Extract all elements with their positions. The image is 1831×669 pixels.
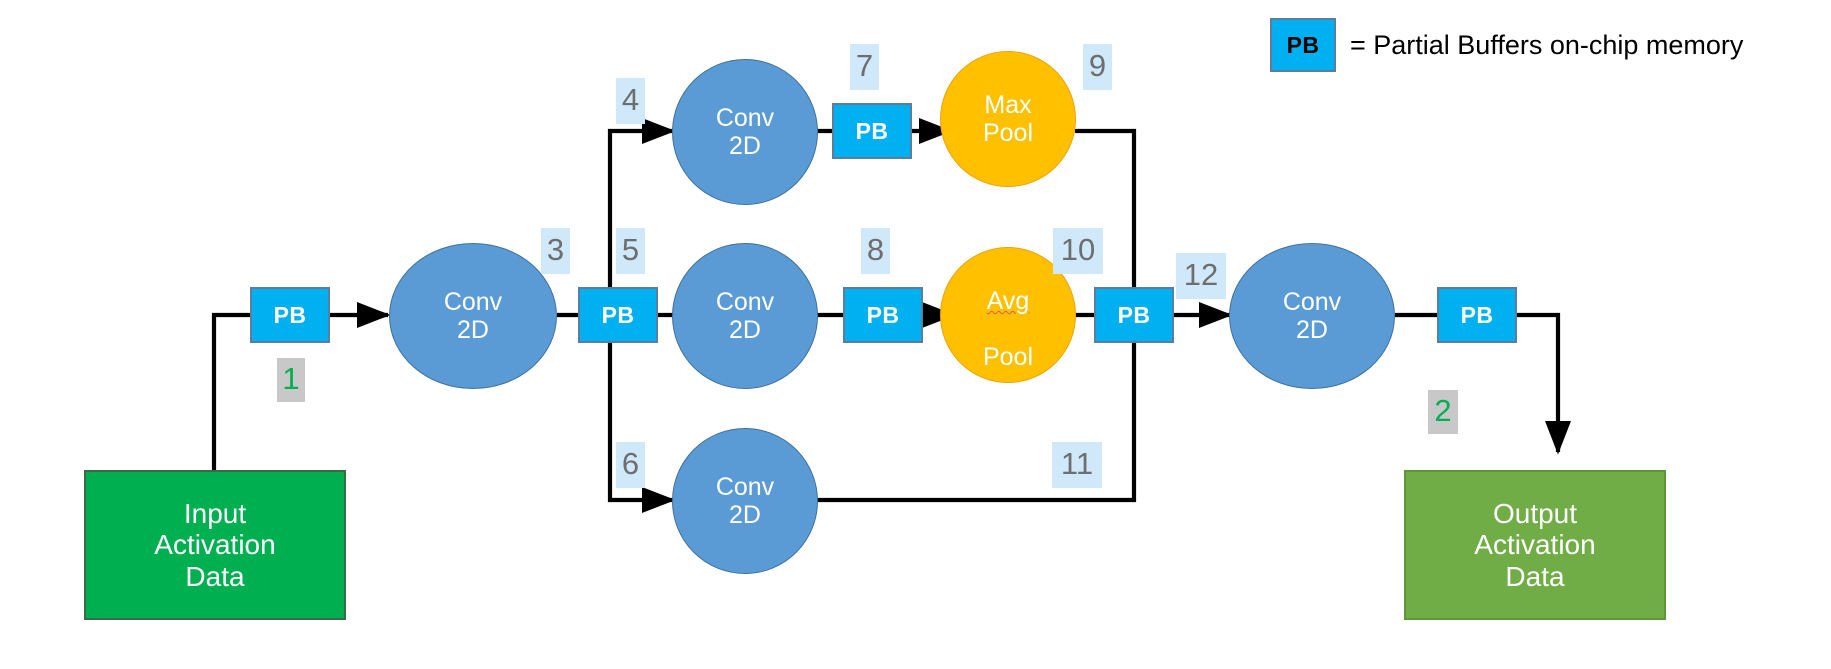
step-tag-1: 1 <box>277 358 305 402</box>
conv2d-mid-branch[interactable]: Conv 2D <box>672 243 818 389</box>
step-tag-5: 5 <box>616 228 645 274</box>
pb-box-top-branch[interactable]: PB <box>832 103 912 159</box>
step-tag-10: 10 <box>1053 228 1103 274</box>
wire-input-to-pb1 <box>211 312 250 474</box>
avg-pool-label-line2: Pool <box>982 343 1034 372</box>
conv2d-bottom-branch[interactable]: Conv 2D <box>672 428 818 574</box>
conv2d-top-branch[interactable]: Conv 2D <box>672 59 818 205</box>
step-tag-7: 7 <box>850 44 879 90</box>
step-tag-9: 9 <box>1083 44 1112 90</box>
output-activation-data-box[interactable]: Output Activation Data <box>1404 470 1666 620</box>
avg-pool-label-line1: Avg <box>986 286 1030 315</box>
pb-box-input[interactable]: PB <box>250 287 330 343</box>
legend-description: = Partial Buffers on-chip memory <box>1350 29 1744 60</box>
wire-pb-out-to-output <box>1517 312 1572 455</box>
pb-box-mid-branch[interactable]: PB <box>843 287 923 343</box>
pb-box-output[interactable]: PB <box>1437 287 1517 343</box>
avg-pool-label: Avg Pool <box>983 259 1033 372</box>
pb-box-branch[interactable]: PB <box>578 287 658 343</box>
input-activation-data-box[interactable]: Input Activation Data <box>84 470 346 620</box>
conv2d-last[interactable]: Conv 2D <box>1229 243 1395 389</box>
legend: PB = Partial Buffers on-chip memory <box>1270 18 1743 72</box>
legend-pb-swatch: PB <box>1270 18 1336 72</box>
step-tag-4: 4 <box>616 78 645 124</box>
step-tag-6: 6 <box>616 442 645 488</box>
max-pool-node[interactable]: Max Pool <box>940 51 1076 187</box>
pb-box-merge[interactable]: PB <box>1094 287 1174 343</box>
step-tag-8: 8 <box>861 228 890 274</box>
step-tag-2: 2 <box>1428 390 1458 434</box>
step-tag-3: 3 <box>541 228 570 274</box>
conv2d-first[interactable]: Conv 2D <box>389 243 557 389</box>
step-tag-12: 12 <box>1176 253 1226 299</box>
step-tag-11: 11 <box>1052 442 1102 488</box>
